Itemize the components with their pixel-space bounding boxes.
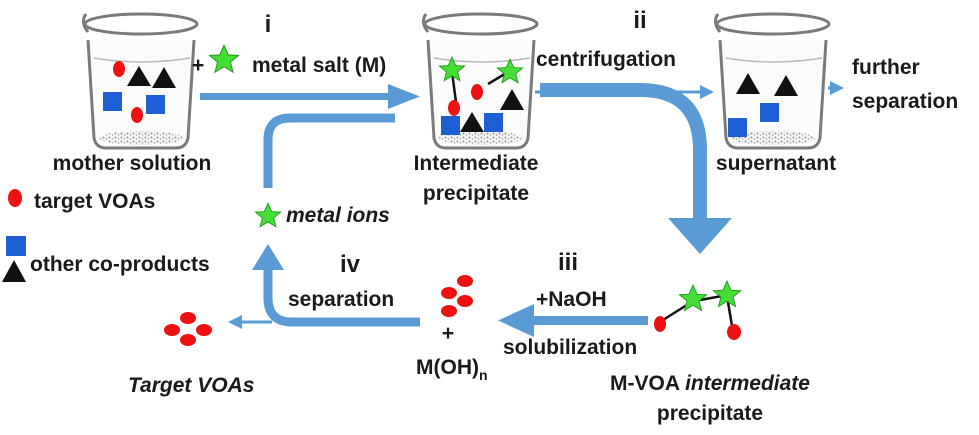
further-separation-line1: further xyxy=(852,56,920,79)
step-ii-numeral: ii xyxy=(633,7,646,34)
red-ellipse-icon xyxy=(180,334,196,346)
red-ellipse-icon xyxy=(8,189,22,207)
black-triangle-icon xyxy=(774,75,798,96)
red-ellipse-icon xyxy=(441,287,457,299)
beaker-mother-solution xyxy=(81,12,199,150)
blue-square-icon xyxy=(728,118,747,137)
target-voa-cluster xyxy=(164,312,212,346)
target-output-arrow xyxy=(228,315,272,329)
recycle-arrow xyxy=(263,113,395,188)
step-iii-reagent: +NaOH xyxy=(536,288,607,311)
step-iv-label: separation xyxy=(288,288,394,311)
mother-solution-label: mother solution xyxy=(53,152,212,175)
step-iii-arrow xyxy=(498,304,648,337)
beaker-supernatant xyxy=(713,12,831,150)
legend: target VOAs other co-products xyxy=(2,189,210,282)
step-iv-numeral: iv xyxy=(340,251,361,278)
step-iv-arrow xyxy=(252,244,420,327)
legend-target-label: target VOAs xyxy=(34,190,155,213)
products-voa-cluster xyxy=(441,275,473,317)
beaker-intermediate xyxy=(421,12,539,150)
red-ellipse-icon xyxy=(457,295,473,307)
step-i-label: metal salt (M) xyxy=(252,54,386,77)
black-triangle-icon xyxy=(500,89,524,110)
red-ellipse-icon xyxy=(164,324,180,336)
black-triangle-icon xyxy=(152,67,176,88)
legend-coproducts-label: other co-products xyxy=(30,253,210,276)
red-ellipse-icon xyxy=(727,324,741,340)
blue-square-icon xyxy=(484,113,503,132)
red-ellipse-icon xyxy=(448,100,460,116)
black-triangle-icon xyxy=(460,112,484,132)
blue-square-icon xyxy=(146,95,165,114)
step-i-arrow xyxy=(200,84,420,109)
step-i-numeral: i xyxy=(265,11,272,38)
m-voa-label-line2: precipitate xyxy=(657,402,763,425)
target-voas-label: Target VOAs xyxy=(128,374,254,397)
m-voa-complex xyxy=(654,280,741,340)
step-ii-label: centrifugation xyxy=(536,48,676,71)
step-iii-numeral: iii xyxy=(558,249,578,276)
red-ellipse-icon xyxy=(654,316,666,332)
red-ellipse-icon xyxy=(457,275,473,287)
step-iii-label: solubilization xyxy=(503,336,637,359)
m-voa-label: M-VOA intermediate xyxy=(610,372,810,395)
black-triangle-icon xyxy=(2,260,26,282)
star-icon xyxy=(254,202,282,228)
supernatant-label: supernatant xyxy=(716,152,836,175)
red-ellipse-icon xyxy=(196,324,212,336)
hydroxide-label: M(OH)n xyxy=(416,356,488,383)
black-triangle-icon xyxy=(736,73,760,94)
black-triangle-icon xyxy=(127,66,151,86)
intermediate-label-line2: precipitate xyxy=(423,182,529,205)
red-ellipse-icon xyxy=(471,84,483,100)
further-separation-line2: separation xyxy=(852,90,958,113)
red-ellipse-icon xyxy=(441,305,457,317)
intermediate-label-line1: Intermediate xyxy=(414,152,539,175)
red-ellipse-icon xyxy=(180,312,196,324)
precipitate-curve-arrow xyxy=(540,83,732,254)
blue-square-icon xyxy=(6,236,26,256)
blue-square-icon xyxy=(103,92,122,111)
red-ellipse-icon xyxy=(113,61,125,77)
step-i-plus: + xyxy=(192,54,204,77)
blue-square-icon xyxy=(441,116,460,135)
star-icon xyxy=(209,44,239,73)
blue-square-icon xyxy=(760,103,779,122)
red-ellipse-icon xyxy=(131,107,143,123)
metal-ions-label: metal ions xyxy=(286,204,390,227)
products-plus: + xyxy=(442,322,454,345)
